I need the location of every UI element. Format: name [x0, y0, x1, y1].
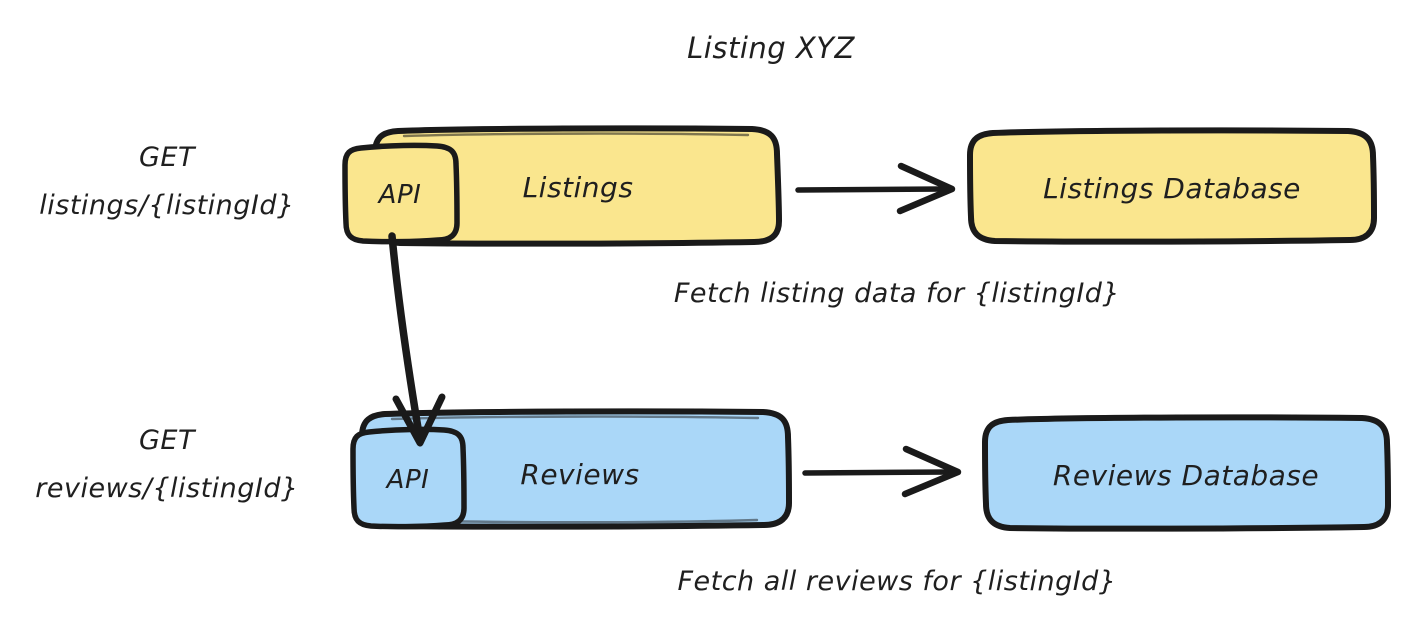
- database-box-listings-outline: [967, 127, 1377, 245]
- arrow-listings-api-to-reviews-api: [388, 232, 446, 447]
- database-box-reviews[interactable]: Reviews Database: [982, 414, 1391, 532]
- caption-listings: Fetch listing data for {listingId}: [674, 278, 1120, 309]
- database-box-listings-label: Listings Database: [1043, 172, 1301, 205]
- api-badge-reviews-label: API: [385, 465, 430, 495]
- api-badge-listings[interactable]: API: [342, 142, 460, 245]
- database-box-reviews-outline: [982, 414, 1391, 532]
- database-box-listings[interactable]: Listings Database: [967, 127, 1377, 245]
- service-box-reviews[interactable]: Reviews: [358, 408, 792, 530]
- api-badge-reviews-fill: [353, 430, 464, 526]
- api-badge-listings-label: API: [377, 180, 422, 210]
- service-box-reviews-fill: [362, 412, 789, 526]
- arrow-reviews-to-database: [802, 445, 962, 498]
- api-badge-listings-outline: [342, 142, 460, 245]
- service-box-listings-sketch-accent: [402, 132, 750, 138]
- request-method-reviews: GET: [139, 425, 197, 456]
- service-box-listings[interactable]: Listings: [371, 125, 782, 247]
- database-box-reviews-fill: [985, 418, 1388, 528]
- api-badge-reviews[interactable]: API: [350, 426, 467, 530]
- arrow-listings-to-database: [795, 162, 956, 215]
- request-path-listings: listings/{listingId}: [39, 190, 294, 221]
- page-title: Listing XYZ: [687, 31, 855, 65]
- api-badge-listings-fill: [345, 146, 457, 241]
- api-badge-reviews-outline: [350, 426, 467, 530]
- service-box-reviews-label: Reviews: [520, 458, 639, 491]
- service-box-listings-label: Listings: [523, 171, 634, 204]
- request-method-listings: GET: [139, 142, 197, 173]
- request-label-reviews: GET reviews/{listingId}: [35, 425, 298, 504]
- database-box-listings-fill: [970, 131, 1374, 241]
- database-box-reviews-label: Reviews Database: [1053, 459, 1319, 492]
- service-box-listings-fill: [375, 129, 779, 243]
- request-path-reviews: reviews/{listingId}: [35, 473, 298, 504]
- caption-reviews: Fetch all reviews for {listingId}: [677, 566, 1116, 597]
- request-label-listings: GET listings/{listingId}: [39, 142, 294, 221]
